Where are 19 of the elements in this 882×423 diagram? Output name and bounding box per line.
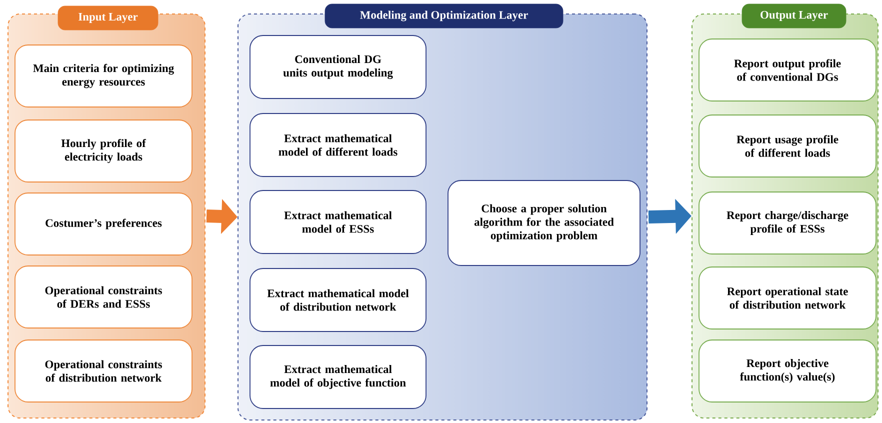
layer-tab: Input Layer xyxy=(58,6,158,30)
process-box: Operational constraints of distribution network xyxy=(14,340,192,402)
process-box: Report objective function(s) value(s) xyxy=(698,340,876,402)
process-box: Extract mathematical model of ESSs xyxy=(250,190,426,254)
process-box: Main criteria for optimizing energy resources xyxy=(14,44,192,108)
process-box: Conventional DG units output modeling xyxy=(250,35,426,99)
process-box: Report output profile of conventional DGs xyxy=(698,38,876,102)
process-box: Report charge/discharge profile of ESSs xyxy=(698,192,876,254)
layer-tab: Modeling and Optimization Layer xyxy=(324,4,564,28)
process-box: Hourly profile of electricity loads xyxy=(14,120,192,182)
process-box: Extract mathematical model of objective function xyxy=(250,345,426,409)
process-box: Costumer’s preferences xyxy=(14,192,192,256)
process-box: Extract mathematical model of different loads xyxy=(250,113,426,177)
process-box: Choose a proper solution algorithm for the associated optimization problem xyxy=(448,180,640,266)
process-box: Operational constraints of DERs and ESSs xyxy=(14,266,192,328)
layer-tab: Output Layer xyxy=(742,4,846,28)
process-box: Extract mathematical model of distribution network xyxy=(250,268,426,332)
process-box: Report operational state of distribution network xyxy=(698,266,876,330)
process-box: Report usage profile of different loads xyxy=(698,114,876,178)
